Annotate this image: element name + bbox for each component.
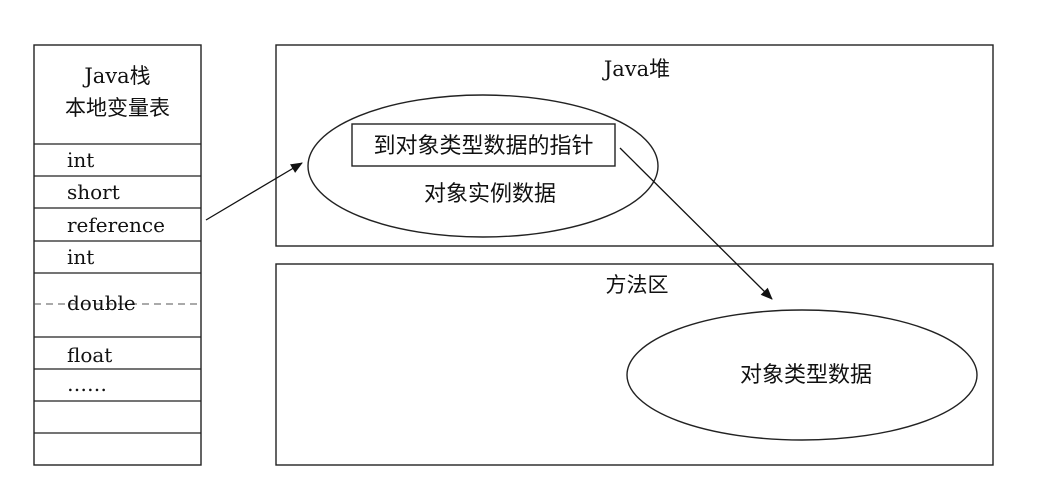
local-variable-table-title: 本地变量表 xyxy=(65,96,170,120)
stack-row-int: int xyxy=(67,245,94,269)
heap-object-ellipse xyxy=(307,94,659,238)
stack-row-reference: reference xyxy=(67,213,165,237)
stack-row-int: int xyxy=(67,148,94,172)
stack-row-double: double xyxy=(67,291,136,315)
method-area-type-ellipse xyxy=(626,309,978,441)
method-area-frame xyxy=(275,263,994,466)
heap-type-pointer: 到对象类型数据的指针 xyxy=(373,134,593,159)
reference-to-heap-arrow xyxy=(205,162,303,221)
heap-type-pointer-box xyxy=(351,123,616,167)
stack-row-float: float xyxy=(67,343,112,367)
java-stack-frame xyxy=(33,44,202,466)
java-stack-panel: Java栈 本地变量表 int short reference int doub… xyxy=(33,44,202,466)
stack-row-short: short xyxy=(67,180,120,204)
java-heap-panel: Java堆 到对象类型数据的指针 对象实例数据 xyxy=(275,44,994,247)
stack-row-ellipsis: …… xyxy=(67,372,107,396)
java-heap-title: Java堆 xyxy=(602,57,670,81)
method-area-panel: 方法区 对象类型数据 xyxy=(275,263,994,466)
object-type-data: 对象类型数据 xyxy=(740,363,872,388)
pointer-to-type-data-arrow xyxy=(619,147,773,300)
object-instance-data: 对象实例数据 xyxy=(424,182,556,207)
java-stack-title: Java栈 xyxy=(82,64,150,88)
method-area-title: 方法区 xyxy=(606,273,669,297)
